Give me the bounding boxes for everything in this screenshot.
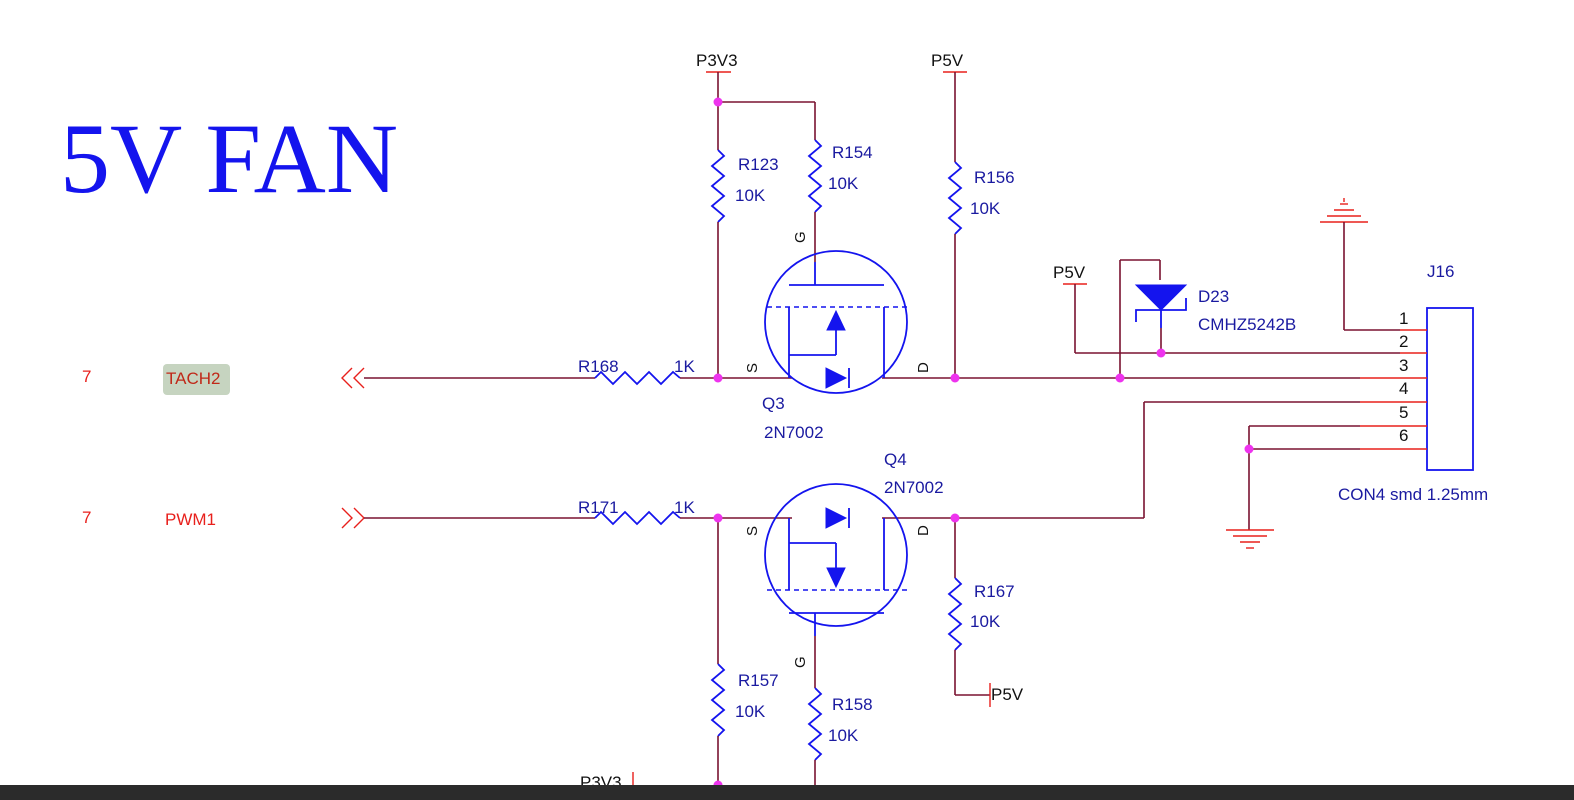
- p3v3-top-label: P3V3: [696, 51, 738, 70]
- pwm-net-label[interactable]: PWM1: [165, 510, 216, 529]
- r167-ref: R167: [974, 582, 1015, 601]
- j16-ref: J16: [1427, 262, 1454, 281]
- pwm-port-arrow[interactable]: [341, 507, 365, 529]
- q4-mosfet[interactable]: [764, 483, 908, 636]
- page-title: 5V FAN: [60, 103, 398, 214]
- q3-source-letter: S: [744, 363, 761, 373]
- q4-part: 2N7002: [884, 478, 944, 497]
- r158-value: 10K: [828, 726, 859, 745]
- r168-resistor[interactable]: [594, 370, 681, 386]
- j16-pin-1: 1: [1399, 309, 1408, 328]
- q4-gate-letter: G: [792, 656, 809, 668]
- p5v-top-label: P5V: [931, 51, 964, 70]
- r171-resistor[interactable]: [594, 510, 681, 526]
- j16-connector-body[interactable]: [1426, 307, 1474, 471]
- q3-ref: Q3: [762, 394, 785, 413]
- j16-pin-2: 2: [1399, 332, 1408, 351]
- pwm-sheet-ref: 7: [82, 508, 91, 527]
- r154-value: 10K: [828, 174, 859, 193]
- r123-resistor[interactable]: [710, 149, 726, 223]
- p5v-diode-label: P5V: [1053, 263, 1086, 282]
- r156-value: 10K: [970, 199, 1001, 218]
- r157-ref: R157: [738, 671, 779, 690]
- j16-pin-5: 5: [1399, 403, 1408, 422]
- bottom-status-bar: [0, 785, 1574, 800]
- r156-resistor[interactable]: [947, 161, 963, 235]
- r167-value: 10K: [970, 612, 1001, 631]
- d23-part: CMHZ5242B: [1198, 315, 1296, 334]
- r157-resistor[interactable]: [710, 663, 726, 737]
- q4-drain-letter: D: [915, 525, 932, 536]
- j16-pin-6: 6: [1399, 426, 1408, 445]
- r123-ref: R123: [738, 155, 779, 174]
- r154-ref: R154: [832, 143, 873, 162]
- r171-ref: R171: [578, 498, 619, 517]
- r171-value: 1K: [674, 498, 695, 517]
- p5v-bottom-label: P5V: [991, 685, 1024, 704]
- q3-part: 2N7002: [764, 423, 824, 442]
- p3v3-bottom-label: P3V3: [580, 773, 622, 785]
- ground-symbol-top: [1320, 198, 1368, 223]
- r157-value: 10K: [735, 702, 766, 721]
- j16-pin-4: 4: [1399, 379, 1408, 398]
- j16-part: CON4 smd 1.25mm: [1338, 485, 1488, 504]
- tach-sheet-ref: 7: [82, 367, 91, 386]
- r154-resistor[interactable]: [807, 139, 823, 213]
- tach-port-arrow[interactable]: [341, 367, 365, 389]
- junction-dots: [713, 97, 1254, 785]
- q3-gate-letter: G: [792, 231, 809, 243]
- r168-ref: R168: [578, 357, 619, 376]
- q3-drain-letter: D: [915, 362, 932, 373]
- r158-resistor[interactable]: [807, 687, 823, 761]
- q3-mosfet[interactable]: [764, 250, 908, 394]
- q4-source-letter: S: [744, 526, 761, 536]
- d23-zener-diode[interactable]: [1134, 284, 1188, 328]
- r167-resistor[interactable]: [947, 577, 963, 651]
- d23-ref: D23: [1198, 287, 1229, 306]
- tach-net-label[interactable]: TACH2: [166, 369, 220, 388]
- r168-value: 1K: [674, 357, 695, 376]
- r156-ref: R156: [974, 168, 1015, 187]
- r158-ref: R158: [832, 695, 873, 714]
- tach-net-highlight: [163, 364, 230, 395]
- q4-ref: Q4: [884, 450, 907, 469]
- r123-value: 10K: [735, 186, 766, 205]
- ground-symbol-bottom: [1226, 529, 1274, 549]
- j16-pin-3: 3: [1399, 356, 1408, 375]
